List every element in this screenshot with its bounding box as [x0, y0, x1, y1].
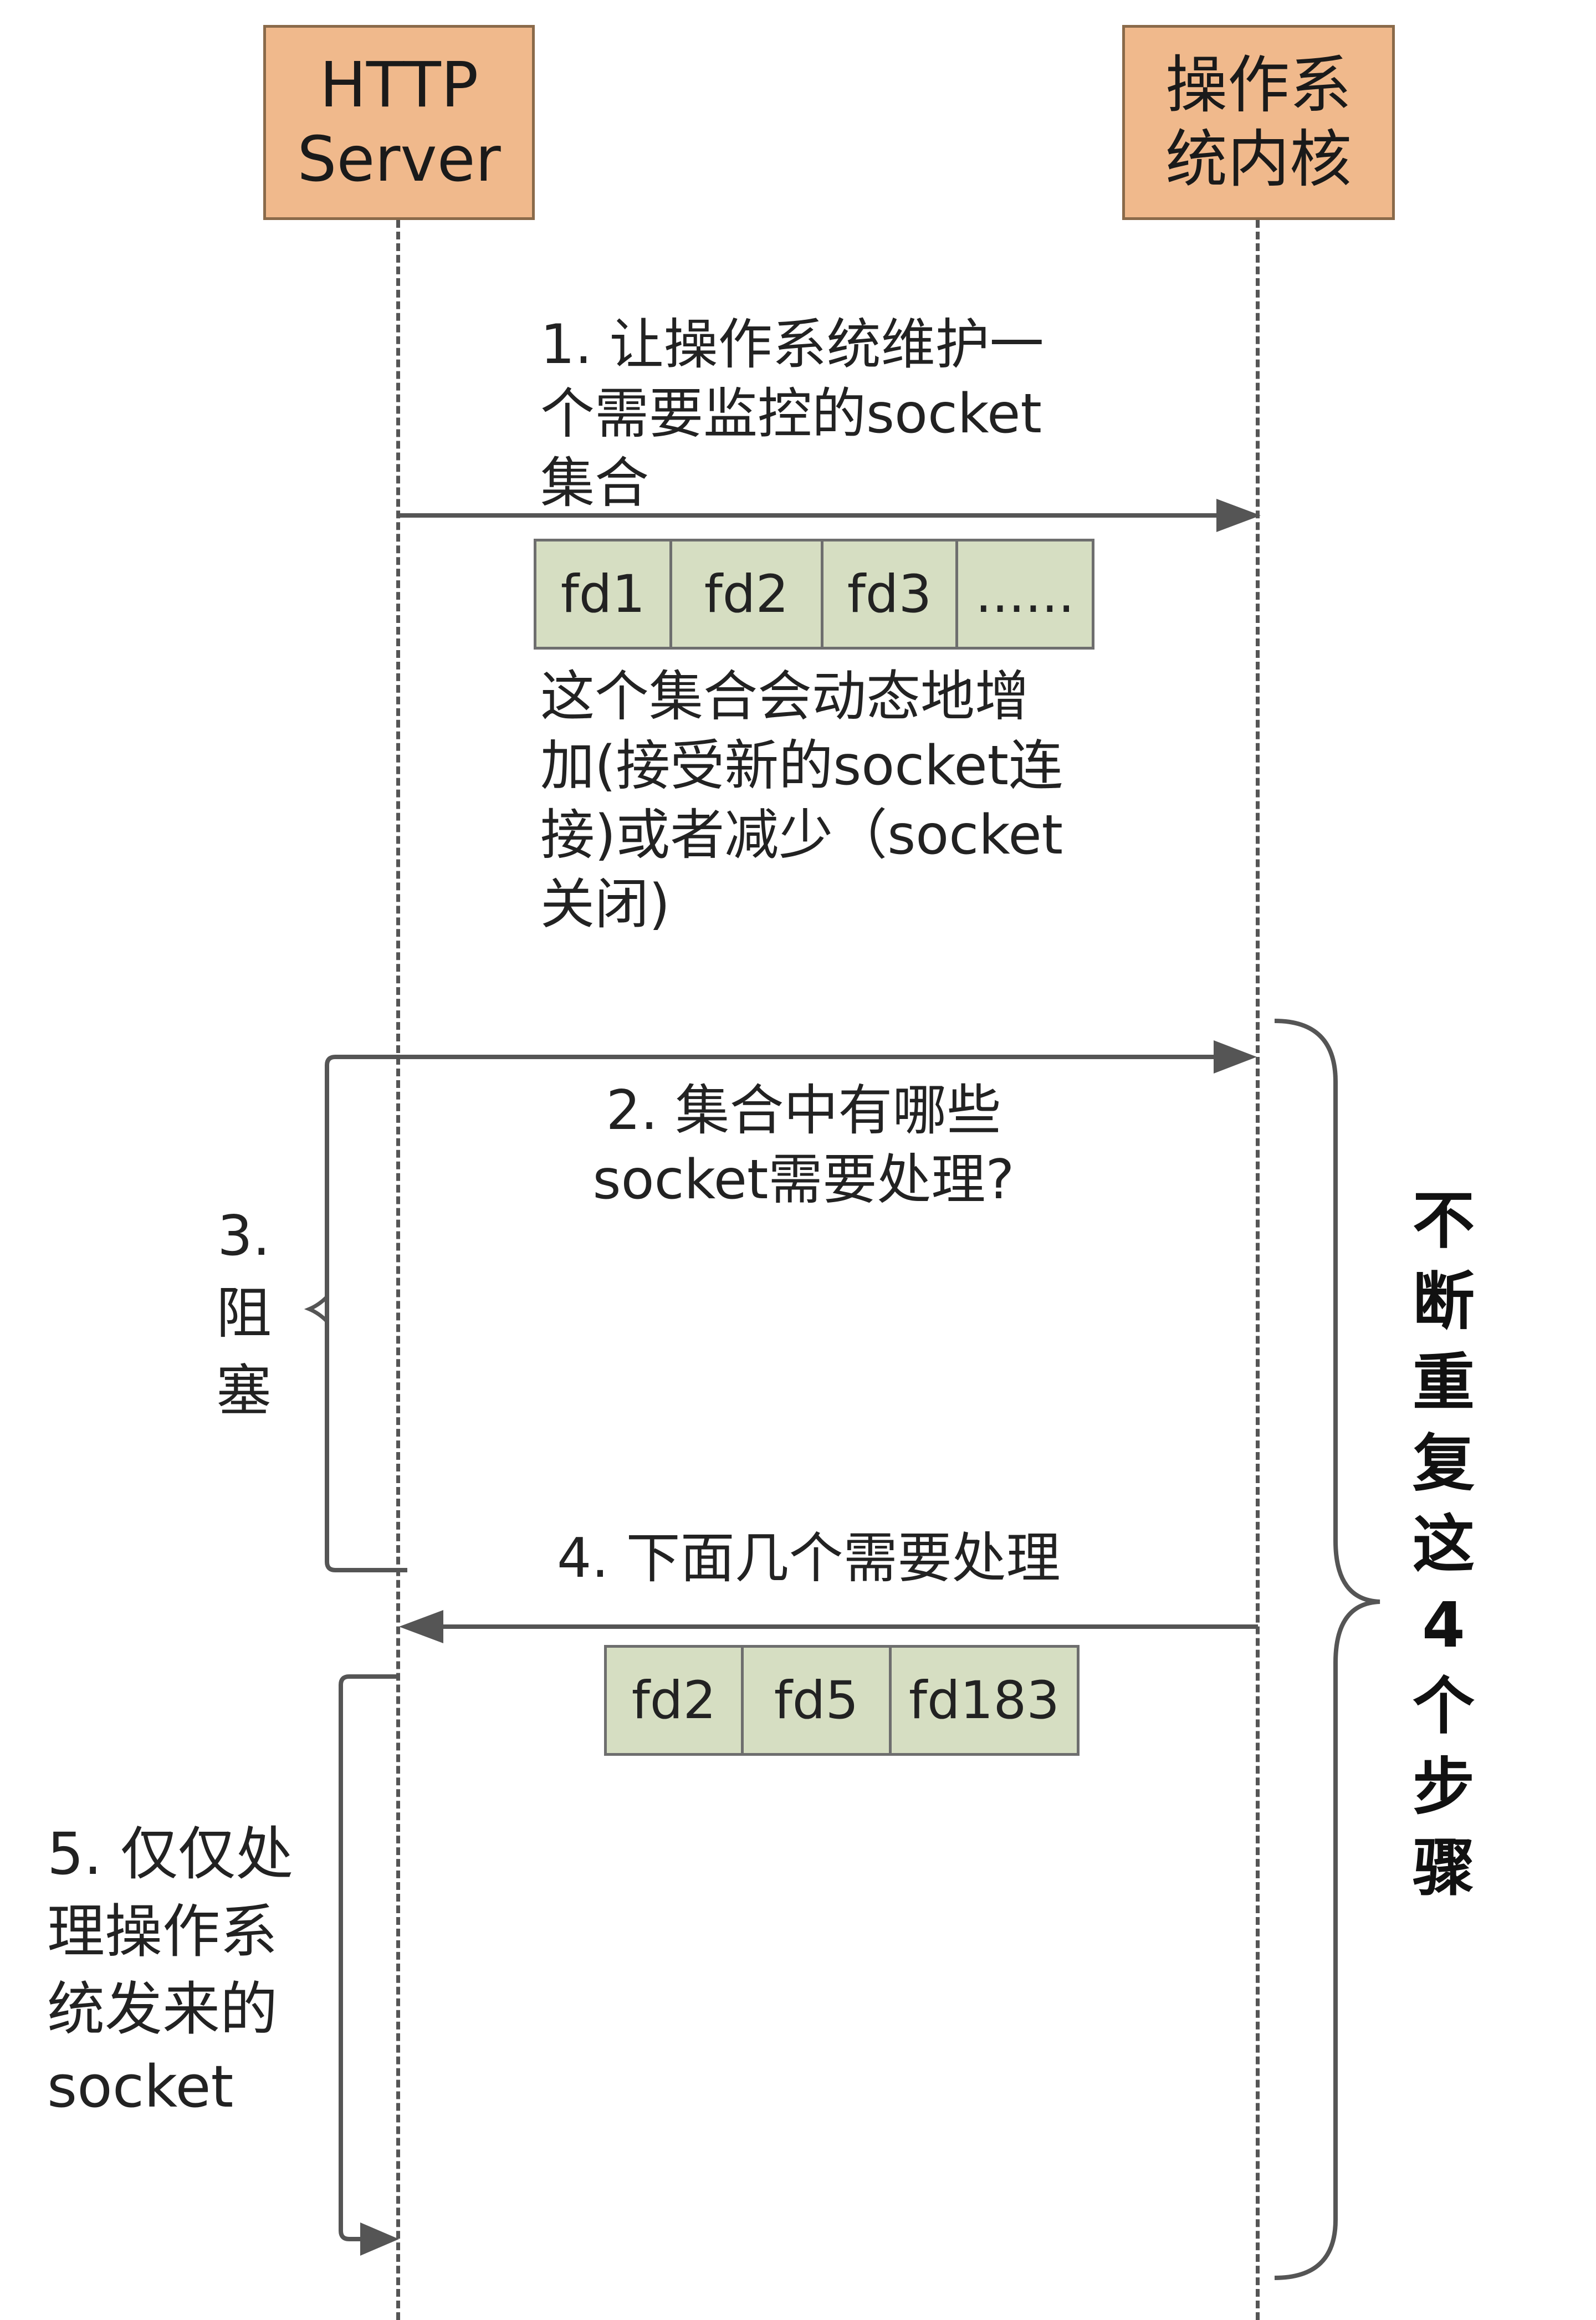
step2-label: 2. 集合中有哪些 socket需要处理?	[532, 1076, 1075, 1215]
text-line: 2. 集合中有哪些	[606, 1079, 1001, 1142]
repeat-brace	[1274, 1019, 1380, 2280]
http-server-lifeline	[396, 220, 400, 2320]
os-kernel-lifeline	[1256, 220, 1260, 2320]
http-server-actor: HTTP Server	[263, 25, 535, 220]
actor-label-line: 操作系	[1165, 49, 1352, 121]
step1-arrow	[398, 499, 1261, 532]
step1-label: 1. 让操作系统维护一 个需要监控的socket 集合	[540, 310, 1205, 518]
fd-cell: fd1	[536, 541, 672, 647]
actor-label-line: 统内核	[1165, 124, 1352, 196]
text-char: 这	[1413, 1509, 1475, 1581]
text-line: socket需要处理?	[592, 1148, 1015, 1212]
text-line: 1. 让操作系统维护一	[540, 313, 1044, 376]
text-char: 个	[1413, 1670, 1475, 1742]
step4-arrow	[399, 1610, 1258, 1643]
step5-bracket-arrow	[339, 1674, 399, 2256]
step5-label: 5. 仅仅处 理操作系 统发来的 socket	[47, 1815, 335, 2125]
text-line: 集合	[540, 452, 649, 515]
text-line: 阻	[216, 1281, 272, 1346]
fd-cell: ......	[975, 564, 1075, 625]
text-line: 4. 下面几个需要处理	[557, 1527, 1061, 1590]
monitored-fd-set: fd1 fd2 fd3 ......	[534, 539, 1094, 650]
text-char: 骤	[1413, 1832, 1475, 1904]
text-line: 统发来的	[47, 1975, 278, 2043]
text-line: 这个集合会动态地增	[540, 665, 1030, 728]
text-char: 4	[1422, 1590, 1465, 1662]
step2-arrow	[325, 1040, 1257, 1572]
text-char: 断	[1413, 1266, 1475, 1338]
actor-label-line: HTTP	[319, 49, 479, 121]
blocking-bracket-notch	[304, 1295, 329, 1323]
actor-label-line: Server	[297, 124, 501, 196]
text-char: 复	[1413, 1428, 1475, 1500]
text-line: 5. 仅仅处	[47, 1820, 294, 1888]
text-line: socket	[47, 2053, 234, 2120]
fd-cell: fd3	[823, 541, 958, 647]
text-char: 重	[1413, 1347, 1475, 1419]
text-line: 3.	[217, 1203, 270, 1268]
text-line: 加(接受新的socket连	[540, 734, 1063, 798]
step4-label: 4. 下面几个需要处理	[557, 1524, 1222, 1593]
text-line: 塞	[216, 1358, 272, 1423]
fd-cell: fd5	[744, 1648, 892, 1753]
text-char: 步	[1413, 1751, 1475, 1823]
text-char: 不	[1413, 1185, 1475, 1257]
text-line: 理操作系	[47, 1898, 278, 1965]
text-line: 接)或者减少（socket	[540, 804, 1063, 867]
fd-cell: fd2	[607, 1648, 744, 1753]
step3-blocking-label: 3. 阻 塞	[188, 1197, 299, 1430]
fd-cell: fd2	[672, 541, 823, 647]
set-note: 这个集合会动态地增 加(接受新的socket连 接)或者减少（socket 关闭…	[540, 662, 1233, 939]
os-kernel-actor: 操作系 统内核	[1122, 25, 1395, 220]
fd-cell: fd183	[908, 1670, 1060, 1731]
text-line: 关闭)	[540, 873, 671, 936]
text-line: 个需要监控的socket	[540, 382, 1042, 446]
ready-fd-set: fd2 fd5 fd183	[604, 1645, 1080, 1756]
repeat-four-steps-label: 不 断 重 复 这 4 个 步 骤	[1402, 1181, 1485, 1909]
